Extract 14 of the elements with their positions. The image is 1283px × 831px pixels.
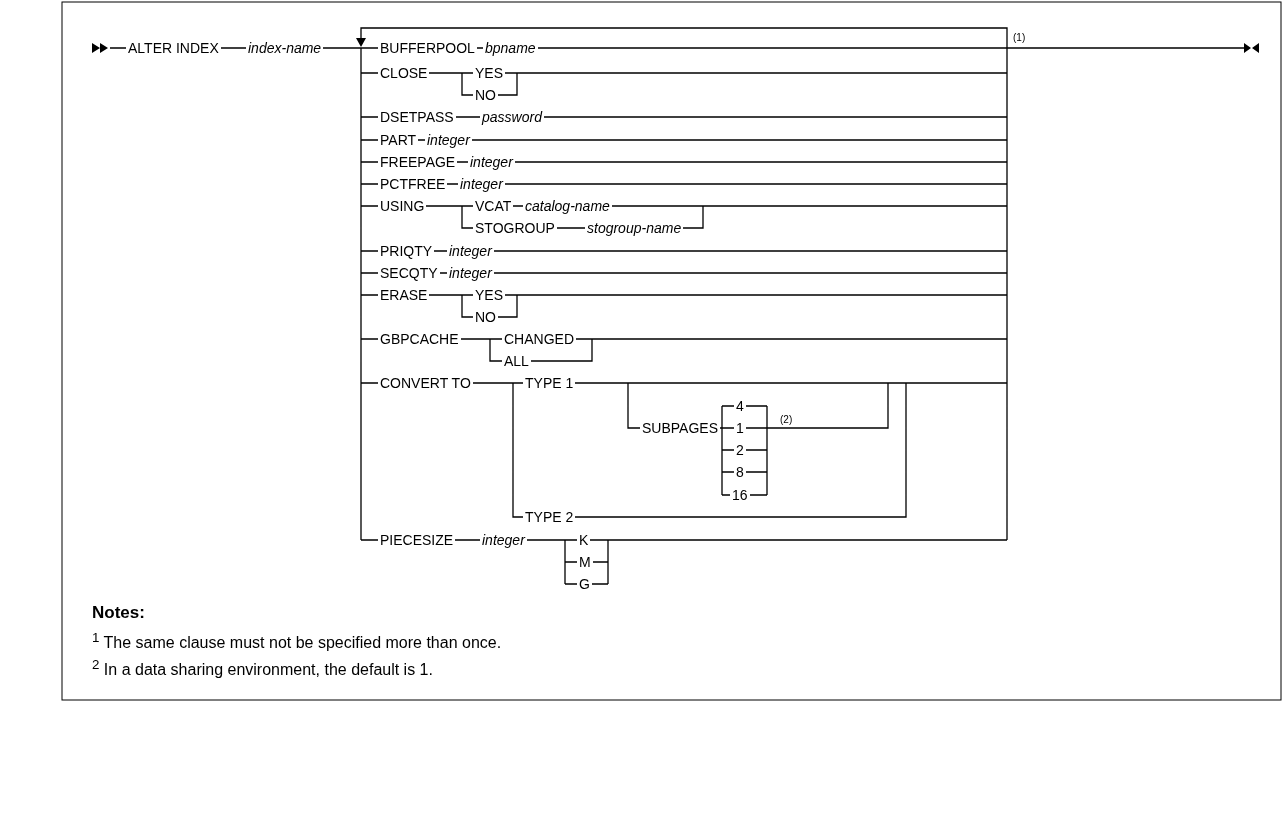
notes-heading: Notes: — [92, 603, 145, 623]
variable-name: integer — [447, 264, 494, 282]
footnote-mark: (1) — [1013, 32, 1026, 44]
variable-name: bpname — [483, 39, 538, 57]
variable-name: integer — [425, 131, 472, 149]
footnote-mark: (2) — [780, 414, 793, 426]
variable-name: catalog-name — [523, 197, 612, 215]
variable-name: integer — [458, 175, 505, 193]
footnote-text: $^{1}$ The same clause must not be specified more than once. — [92, 629, 502, 653]
variable-name: password — [480, 108, 544, 126]
variable-name: integer — [447, 242, 494, 260]
footnote-text: $^{2}$ In a data sharing environment, the default is 1. — [92, 656, 433, 680]
variable-name: integer — [480, 531, 527, 549]
variable-name: integer — [468, 153, 515, 171]
